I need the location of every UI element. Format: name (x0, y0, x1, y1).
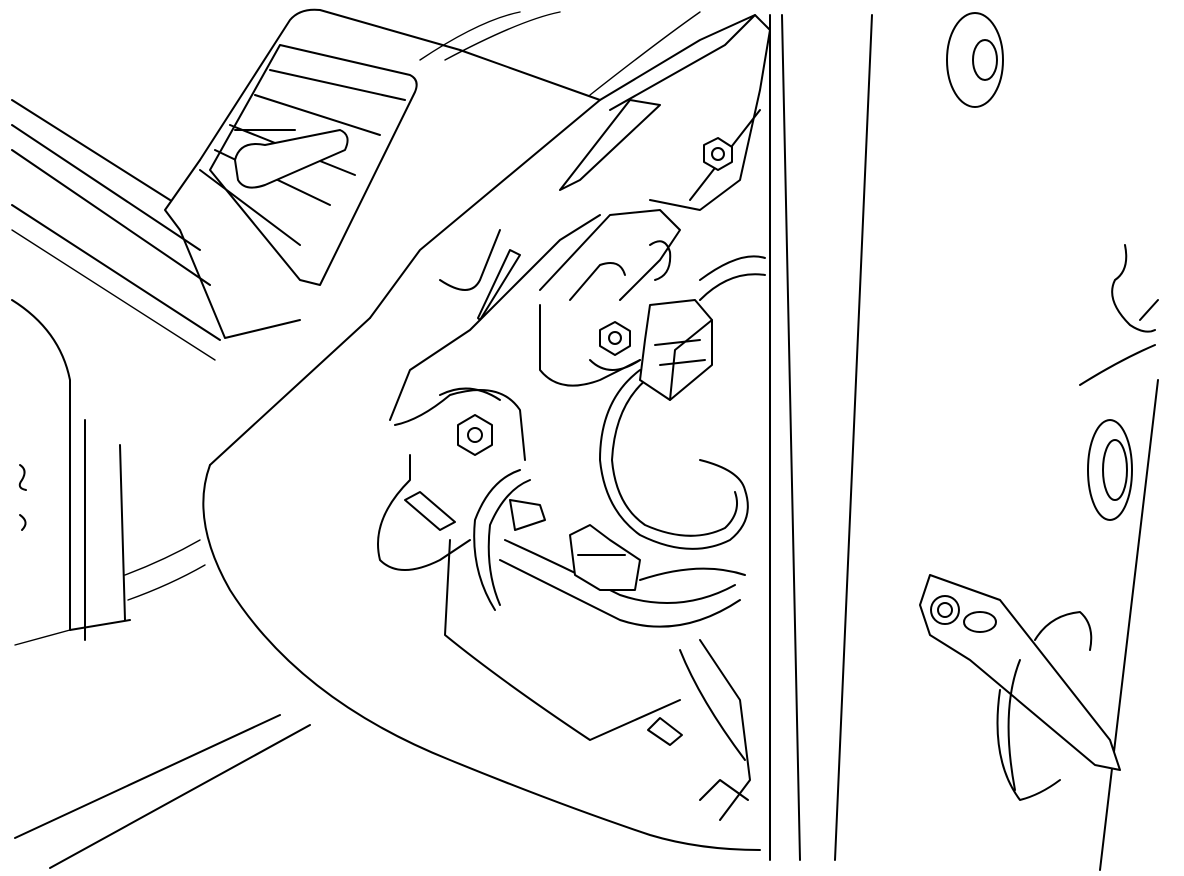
door-hole-upper (946, 12, 1004, 108)
a-pillar-trim (679, 14, 873, 861)
wiring-harness (473, 255, 766, 628)
floor-edge (14, 714, 281, 839)
dashboard-side-bracket (369, 14, 771, 746)
bolt-upper (703, 137, 733, 171)
dashboard-panel (11, 99, 761, 869)
side-air-vent (164, 8, 701, 339)
door-check-strap (919, 574, 1121, 801)
harness-connector (509, 299, 713, 591)
bolt-middle (599, 321, 631, 356)
vent-knob (234, 129, 349, 189)
bolt-lower (457, 414, 493, 456)
door-hole-lower (1087, 419, 1133, 521)
door-edge (946, 12, 1159, 871)
mounting-bolt (457, 137, 733, 456)
